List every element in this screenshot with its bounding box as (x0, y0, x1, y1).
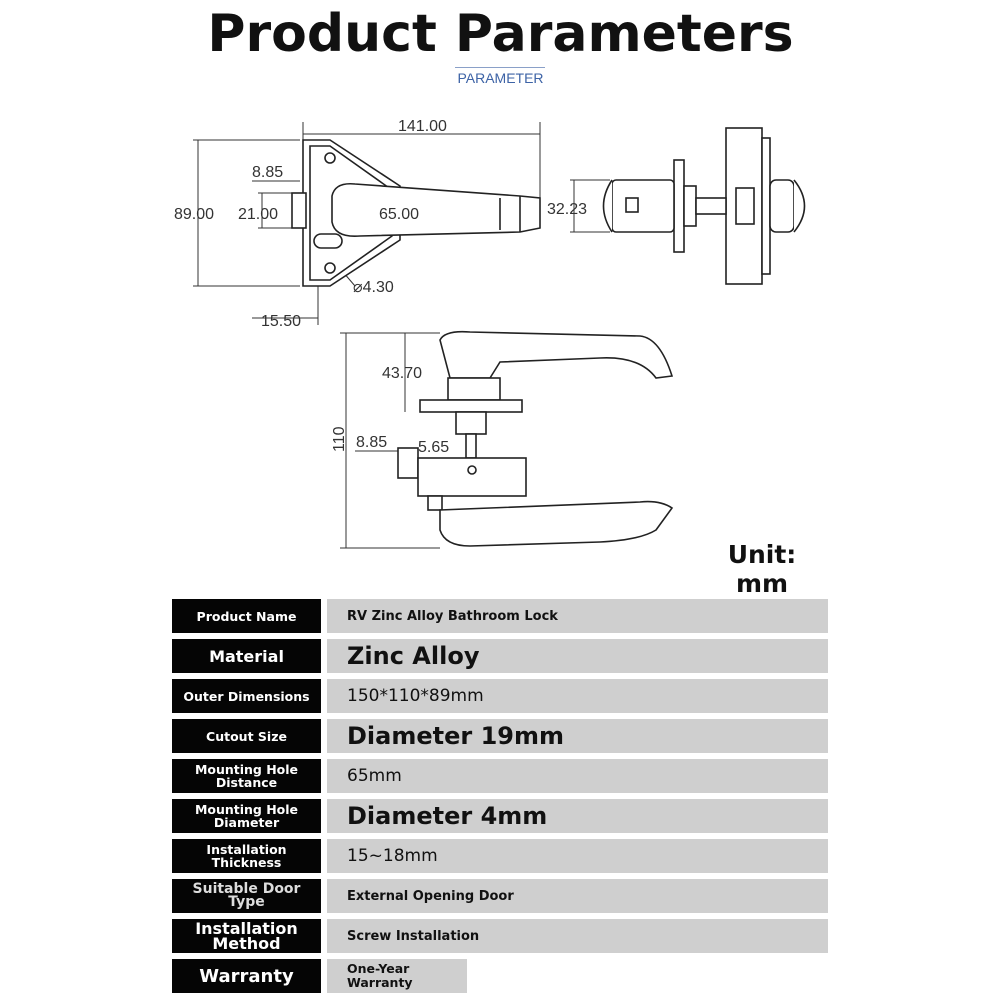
spec-value: Diameter 19mm (327, 719, 828, 753)
spec-label: Installation Method (172, 919, 321, 953)
bottom-screw (467, 465, 477, 475)
page-title: Product Parameters (207, 4, 794, 64)
spec-value: One-Year Warranty (327, 959, 467, 993)
side-spindle (695, 197, 727, 215)
side-knob-right (769, 179, 795, 233)
spec-row-outer-dimensions: Outer Dimensions 150*110*89mm (172, 679, 828, 713)
spec-row-mounting-hole-distance: Mounting Hole Distance 65mm (172, 759, 828, 793)
unit-label: Unit: mm (722, 540, 802, 598)
mount-hole-top (324, 152, 336, 164)
side-knob-screw (625, 197, 639, 213)
dim-21: 21.00 (238, 206, 278, 223)
front-handle (331, 182, 541, 238)
side-knob-left (611, 179, 675, 233)
latch-side (397, 447, 419, 479)
side-latch (735, 187, 755, 225)
bottom-body (417, 457, 527, 497)
spec-value: 15~18mm (327, 839, 828, 873)
dim-65: 65.00 (379, 206, 419, 223)
spec-value: External Opening Door (327, 879, 828, 913)
spec-row-suitable-door-type: Suitable Door Type External Opening Door (172, 879, 828, 913)
dim-hole: ⌀4.30 (353, 279, 394, 296)
unit-line-2: mm (735, 569, 789, 598)
spindle-upper (455, 411, 487, 435)
spec-value: 65mm (327, 759, 828, 793)
spec-label: Cutout Size (172, 719, 321, 753)
spec-label: Warranty (172, 959, 321, 993)
spec-row-product-name: Product Name RV Zinc Alloy Bathroom Lock (172, 599, 828, 633)
subtitle-divider (455, 67, 545, 68)
side-spindle-base (683, 185, 697, 227)
mount-hole-bottom (324, 262, 336, 274)
side-rose (673, 159, 685, 253)
spec-label: Outer Dimensions (172, 679, 321, 713)
spec-label: Suitable Door Type (172, 879, 321, 913)
spec-value: Diameter 4mm (327, 799, 828, 833)
spec-label: Installation Thickness (172, 839, 321, 873)
spec-value: Zinc Alloy (327, 639, 828, 673)
spec-label: Material (172, 639, 321, 673)
spec-row-cutout-size: Cutout Size Diameter 19mm (172, 719, 828, 753)
top-lever (439, 330, 674, 379)
dim-110: 110 (331, 426, 348, 452)
spec-value: 150*110*89mm (327, 679, 828, 713)
spec-row-mounting-hole-diameter: Mounting Hole Diameter Diameter 4mm (172, 799, 828, 833)
dim-141: 141.00 (398, 118, 447, 135)
side-plate-edge (761, 137, 771, 275)
technical-drawing: 141.00 8.85 89.00 21.00 65.00 ⌀4.30 15.5… (174, 118, 806, 549)
page-subtitle: PARAMETER (457, 70, 544, 86)
spindle-lower (465, 433, 477, 459)
front-view (291, 139, 541, 287)
dim-89: 89.00 (174, 206, 214, 223)
spec-value: Screw Installation (327, 919, 828, 953)
front-latch (291, 192, 307, 229)
spec-row-installation-method: Installation Method Screw Installation (172, 919, 828, 953)
top-lever-neck (447, 377, 501, 401)
front-key-slot (313, 233, 343, 249)
spec-row-installation-thickness: Installation Thickness 15~18mm (172, 839, 828, 873)
side-knob-left-end (602, 179, 613, 233)
spec-value: RV Zinc Alloy Bathroom Lock (327, 599, 828, 633)
side-view (602, 127, 806, 285)
dim-15-50: 15.50 (261, 313, 301, 330)
spec-label: Mounting Hole Diameter (172, 799, 321, 833)
bottom-view (397, 330, 674, 547)
spec-row-material: Material Zinc Alloy (172, 639, 828, 673)
spec-row-warranty: Warranty One-Year Warranty (172, 959, 828, 993)
top-rose (419, 399, 523, 413)
side-knob-right-end (793, 179, 806, 233)
dim-8-85-side: 8.85 (356, 434, 387, 451)
dim-8-85-top: 8.85 (252, 164, 283, 181)
dim-43-70: 43.70 (382, 365, 422, 382)
bottom-nub (427, 495, 443, 511)
unit-line-1: Unit: (727, 540, 797, 569)
spec-label: Product Name (172, 599, 321, 633)
bottom-lever (439, 500, 674, 547)
dim-32-23: 32.23 (547, 201, 587, 218)
dim-5-65: 5.65 (418, 439, 449, 456)
spec-label: Mounting Hole Distance (172, 759, 321, 793)
